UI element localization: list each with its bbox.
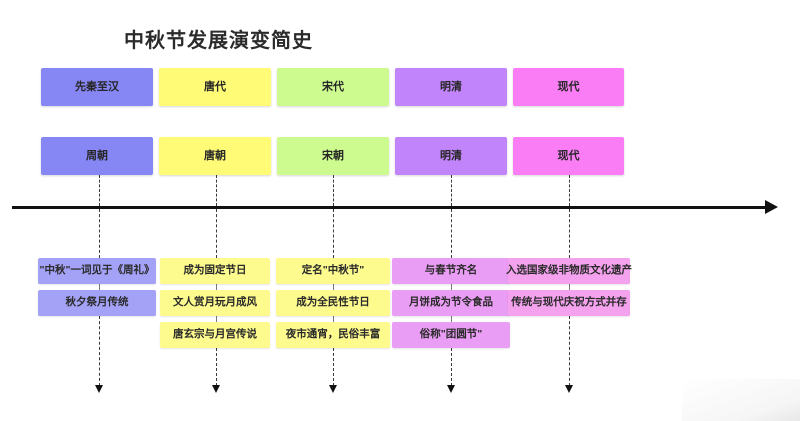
- era-box-5[interactable]: 现代: [513, 68, 624, 106]
- connector-tail-3: [333, 348, 334, 386]
- content-box-label: 夜市通宵，民俗丰富: [285, 328, 381, 341]
- connector-arrow-icon-3: [329, 385, 337, 393]
- content-box-c2-r2[interactable]: 文人赏月玩月成风: [160, 290, 270, 316]
- corner-shadow-artifact: [682, 379, 800, 421]
- connector-arrow-icon-2: [212, 385, 220, 393]
- content-box-label: 文人赏月玩月成风: [173, 296, 257, 309]
- content-box-c4-r2[interactable]: 月饼成为节令食品: [392, 290, 510, 316]
- dynasty-box-3[interactable]: 宋朝: [277, 137, 389, 175]
- era-box-4[interactable]: 明清: [395, 68, 507, 106]
- dynasty-box-4[interactable]: 明清: [395, 137, 507, 175]
- dynasty-box-label: 周朝: [86, 149, 108, 162]
- connector-down-5: [569, 209, 570, 258]
- connector-up-2: [216, 175, 217, 206]
- dynasty-box-label: 明清: [440, 149, 462, 162]
- connector-inner-c4-2: [451, 316, 452, 322]
- connector-arrow-icon-4: [447, 385, 455, 393]
- content-box-label: 成为全民性节日: [296, 296, 370, 309]
- dynasty-box-1[interactable]: 周朝: [41, 137, 153, 175]
- connector-up-4: [451, 175, 452, 206]
- content-box-c2-r3[interactable]: 唐玄宗与月宫传说: [160, 322, 270, 348]
- content-box-label: 与春节齐名: [424, 264, 478, 277]
- connector-down-3: [333, 209, 334, 258]
- timeline-axis-line: [12, 206, 768, 209]
- content-box-c1-r1[interactable]: "中秋"一词见于《周礼》: [38, 258, 156, 284]
- era-box-label: 唐代: [204, 80, 226, 93]
- page-title: 中秋节发展演变简史: [124, 30, 313, 52]
- content-box-label: 传统与现代庆祝方式并存: [511, 296, 627, 309]
- content-box-c3-r2[interactable]: 成为全民性节日: [276, 290, 390, 316]
- connector-inner-c4-1: [451, 284, 452, 290]
- content-box-c5-r2[interactable]: 传统与现代庆祝方式并存: [508, 290, 630, 316]
- era-box-label: 明清: [440, 80, 462, 93]
- connector-arrow-icon-5: [565, 385, 573, 393]
- content-box-label: 秋夕祭月传统: [65, 296, 129, 309]
- content-box-c4-r3[interactable]: 俗称"团圆节": [392, 322, 510, 348]
- content-box-label: 唐玄宗与月宫传说: [173, 328, 257, 341]
- content-box-c3-r1[interactable]: 定名"中秋节": [276, 258, 390, 284]
- connector-down-2: [216, 209, 217, 258]
- era-box-label: 先秦至汉: [75, 80, 119, 93]
- connector-inner-c2-2: [216, 316, 217, 322]
- timeline-axis-arrow-icon: [765, 200, 778, 214]
- content-box-c5-r1[interactable]: 入选国家级非物质文化遗产: [506, 258, 632, 284]
- dynasty-box-label: 宋朝: [322, 149, 344, 162]
- dynasty-box-label: 现代: [557, 149, 580, 162]
- content-box-c1-r2[interactable]: 秋夕祭月传统: [38, 290, 156, 316]
- content-box-label: 俗称"团圆节": [419, 328, 483, 341]
- connector-up-1: [99, 175, 100, 206]
- content-box-label: "中秋"一词见于《周礼》: [39, 264, 155, 277]
- connector-tail-1: [99, 316, 100, 386]
- content-box-c4-r1[interactable]: 与春节齐名: [392, 258, 510, 284]
- connector-arrow-icon-1: [95, 385, 103, 393]
- connector-inner-c3-1: [333, 284, 334, 290]
- era-box-2[interactable]: 唐代: [159, 68, 271, 106]
- content-box-label: 定名"中秋节": [301, 264, 365, 277]
- connector-tail-5: [569, 316, 570, 386]
- dynasty-box-2[interactable]: 唐朝: [159, 137, 271, 175]
- connector-tail-2: [216, 348, 217, 386]
- era-box-label: 现代: [557, 80, 580, 93]
- content-box-label: 月饼成为节令食品: [409, 296, 493, 309]
- connector-up-5: [569, 175, 570, 206]
- era-box-label: 宋代: [322, 80, 344, 93]
- content-box-label: 入选国家级非物质文化遗产: [506, 264, 632, 277]
- dynasty-box-label: 唐朝: [204, 149, 226, 162]
- dynasty-box-5[interactable]: 现代: [513, 137, 624, 175]
- connector-down-1: [99, 209, 100, 258]
- content-box-c2-r1[interactable]: 成为固定节日: [160, 258, 270, 284]
- connector-inner-c5-1: [569, 284, 570, 290]
- content-box-c3-r3[interactable]: 夜市通宵，民俗丰富: [276, 322, 390, 348]
- connector-down-4: [451, 209, 452, 258]
- connector-tail-4: [451, 348, 452, 386]
- connector-inner-c1-1: [99, 284, 100, 290]
- connector-inner-c3-2: [333, 316, 334, 322]
- era-box-3[interactable]: 宋代: [277, 68, 389, 106]
- content-box-label: 成为固定节日: [183, 264, 247, 277]
- connector-up-3: [333, 175, 334, 206]
- connector-inner-c2-1: [216, 284, 217, 290]
- era-box-1[interactable]: 先秦至汉: [41, 68, 153, 106]
